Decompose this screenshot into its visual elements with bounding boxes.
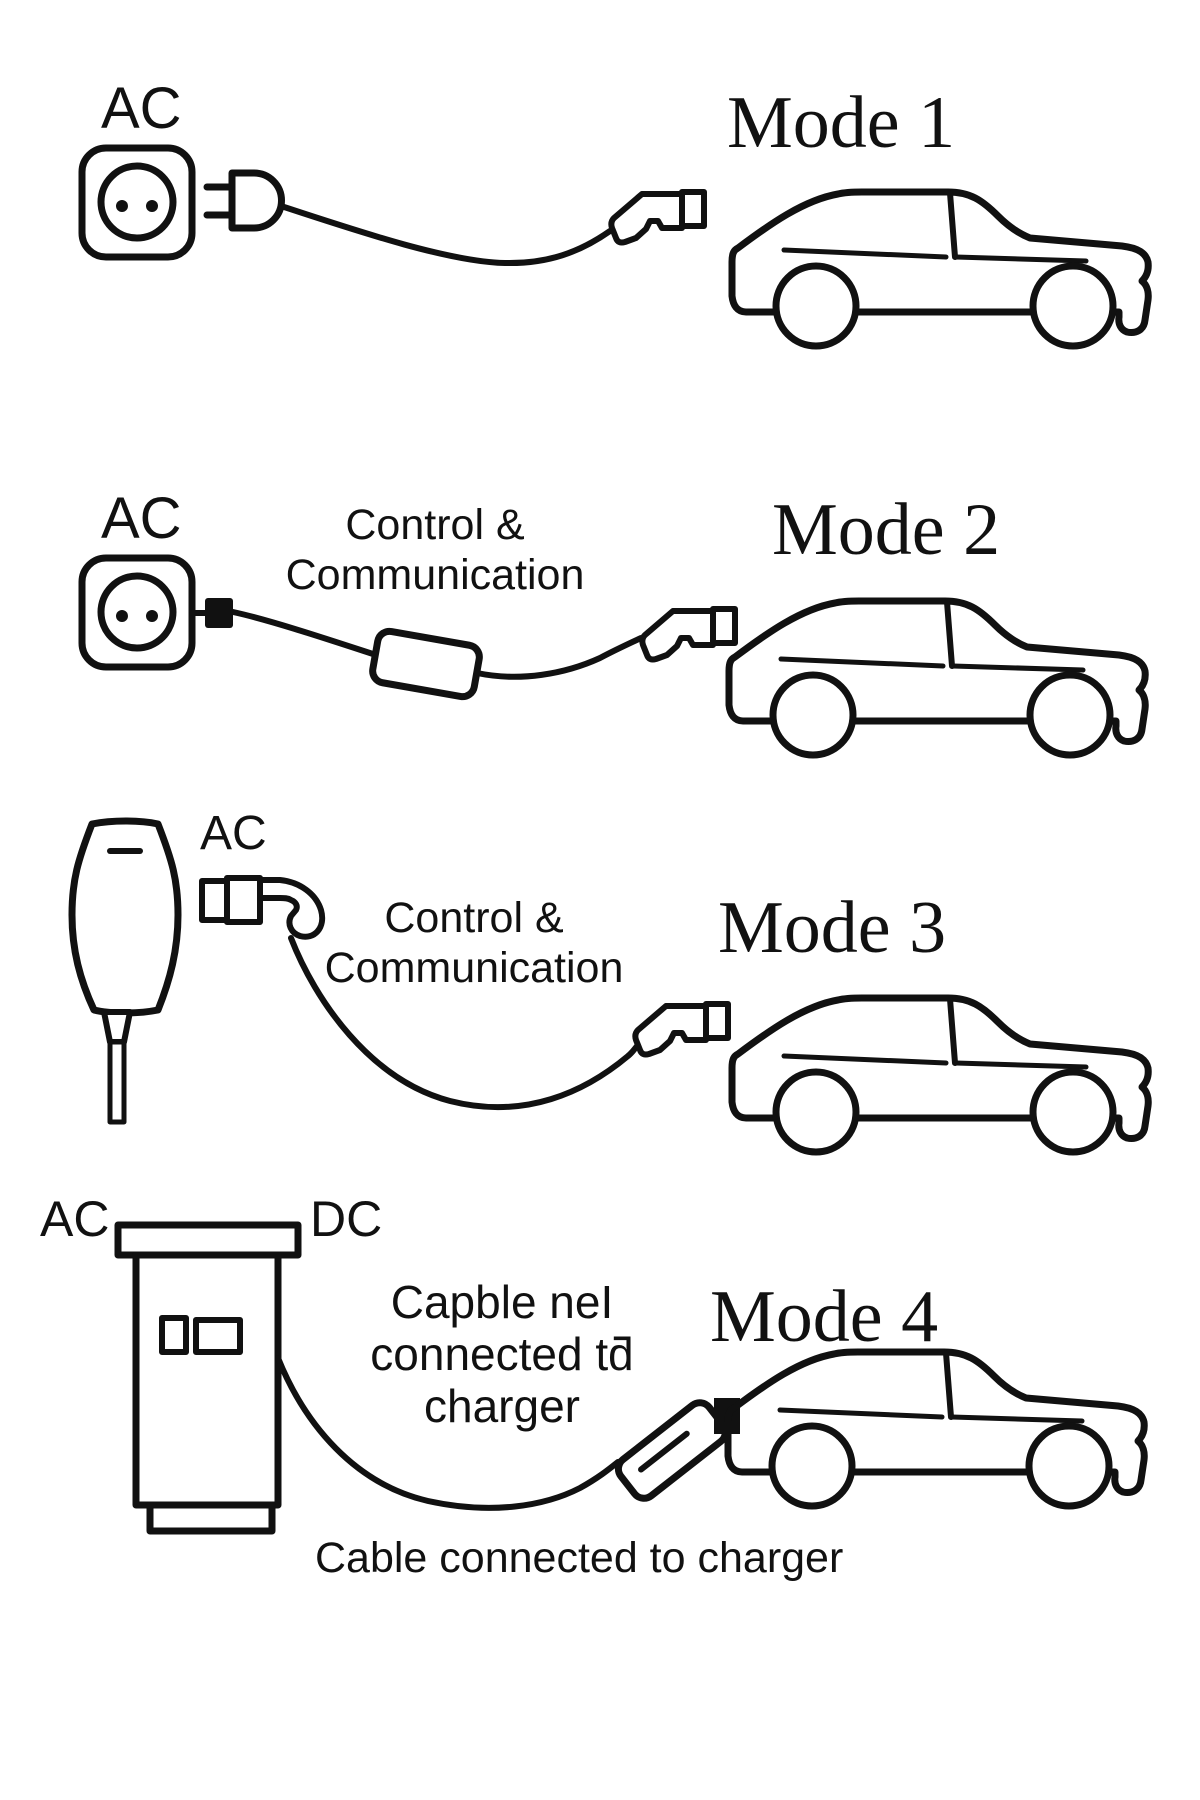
mode2-row [82,558,1145,755]
wall-socket-icon [82,148,192,257]
mode1-row [82,148,1148,346]
mode4-caption: Cable connected to charger [315,1534,844,1582]
mode4-title: Mode 4 [710,1276,939,1358]
mains-plug-icon [189,598,233,628]
mode3-annotation-line2: Communication [324,944,624,992]
mode4-row [114,1221,1144,1535]
mode2-annotation-line1: Control & [345,501,525,549]
mode4-annotation-line1: Capble neI [390,1276,614,1328]
charging-cable [230,609,379,658]
ev-connector-icon [635,1004,728,1055]
mode3-annotation-line1: Control & [384,894,564,942]
dc-charging-station-icon [114,1221,302,1535]
mode3-row [68,817,1148,1152]
mode2-title: Mode 2 [772,489,1001,571]
wall-socket-icon [82,558,192,667]
charging-cable [275,1355,621,1511]
car-icon [729,601,1145,755]
mode3-title: Mode 3 [718,887,947,969]
inline-control-box-icon [369,627,483,701]
car-icon [732,192,1148,346]
charging-cable [288,935,643,1111]
car-icon [732,998,1148,1152]
mode1-title: Mode 1 [727,82,956,164]
mode4-annotation-line2: connected tƌ [370,1328,634,1380]
mode3-ac-label: AC [200,807,267,860]
mains-plug-icon [203,169,285,232]
wallbox-charger-icon [68,817,182,1125]
charging-cable [278,203,613,267]
car-icon [728,1352,1144,1506]
charging-cable [474,635,644,680]
mode4-dc-label: DC [310,1191,383,1247]
mode1-ac-label: AC [101,76,182,141]
plug-socket-icon [199,875,326,940]
mode4-annotation-line3: charger [424,1380,580,1432]
dc-connector-icon [614,1398,740,1502]
ev-connector-icon [642,609,735,660]
mode2-annotation-line2: Communication [285,551,585,599]
mode2-ac-label: AC [101,486,182,551]
ev-connector-icon [611,192,704,243]
mode4-ac-label: AC [40,1191,110,1247]
